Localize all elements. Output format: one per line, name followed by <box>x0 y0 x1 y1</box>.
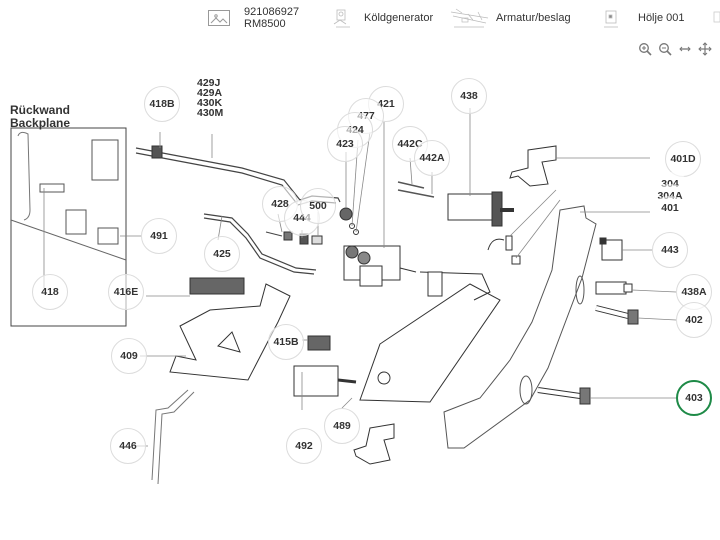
part-callout-409[interactable]: 409 <box>111 338 147 374</box>
part-callout-418[interactable]: 418 <box>32 274 68 310</box>
crumb-overflow-thumbnail[interactable] <box>712 6 720 30</box>
part-callout-402[interactable]: 402 <box>676 302 712 338</box>
backplane-frame <box>10 127 127 327</box>
part-callout-500[interactable]: 500 <box>300 188 336 224</box>
part-callout-418B[interactable]: 418B <box>144 86 180 122</box>
crumb-holje-001-label: Hölje 001 <box>638 12 685 24</box>
part-callout-429A[interactable]: 429A <box>197 87 223 99</box>
part-callout-429J[interactable]: 429J <box>197 77 221 89</box>
part-callout-415B[interactable]: 415B <box>268 324 304 360</box>
part-callout-446[interactable]: 446 <box>110 428 146 464</box>
cooling-unit-thumbnail <box>326 5 360 31</box>
zoom-in-icon[interactable] <box>638 42 652 56</box>
breadcrumb-bar: 921086927 RM8500 Köldgenerator Armatur/b… <box>0 0 720 36</box>
fit-width-icon[interactable] <box>678 42 692 56</box>
backplane-title: Rückwand Backplane <box>10 104 70 130</box>
crumb-holje-001[interactable]: Hölje 001 <box>598 4 684 32</box>
exploded-parts-diagram[interactable]: Rückwand Backplane 418B 429J 429A 430K 4… <box>0 60 720 540</box>
backplane-title-en: Backplane <box>10 116 71 130</box>
model-name: RM8500 <box>244 18 286 30</box>
part-callout-492[interactable]: 492 <box>286 428 322 464</box>
crumb-koldgenerator-label: Köldgenerator <box>364 12 434 24</box>
part-callout-430M[interactable]: 430M <box>197 107 224 119</box>
part-callout-429-430-group[interactable]: 429J 429A 430K 430M <box>197 77 224 119</box>
part-callout-416E[interactable]: 416E <box>108 274 144 310</box>
model-number: 921086927 <box>244 6 300 18</box>
crumb-model-text: 921086927 RM8500 <box>244 6 299 30</box>
part-callout-443[interactable]: 443 <box>652 232 688 268</box>
part-callout-401[interactable]: 401 <box>652 196 688 220</box>
crumb-armatur-beslag[interactable]: Armatur/beslag <box>446 4 571 32</box>
part-callout-430K[interactable]: 430K <box>197 97 223 109</box>
part-callout-403[interactable]: 403 <box>676 380 712 416</box>
zoom-out-icon[interactable] <box>658 42 672 56</box>
crumb-armatur-beslag-label: Armatur/beslag <box>496 12 571 24</box>
part-callout-491[interactable]: 491 <box>141 218 177 254</box>
crumb-koldgenerator[interactable]: Köldgenerator <box>326 4 433 32</box>
housing-thumbnail <box>598 5 622 31</box>
part-callout-489[interactable]: 489 <box>324 408 360 444</box>
fittings-thumbnail <box>446 5 492 31</box>
part-callout-423[interactable]: 423 <box>327 126 363 162</box>
viewer-toolbar <box>638 42 712 56</box>
image-placeholder-icon <box>202 5 236 31</box>
diagram-drawing <box>10 108 677 485</box>
part-callout-438[interactable]: 438 <box>451 78 487 114</box>
crumb-model[interactable]: 921086927 RM8500 <box>202 4 299 32</box>
part-callout-442A[interactable]: 442A <box>414 140 450 176</box>
part-callout-438A[interactable]: 438A <box>676 274 712 310</box>
backplane-title-de: Rückwand <box>10 103 71 117</box>
part-callout-425[interactable]: 425 <box>204 236 240 272</box>
pan-icon[interactable] <box>698 42 712 56</box>
